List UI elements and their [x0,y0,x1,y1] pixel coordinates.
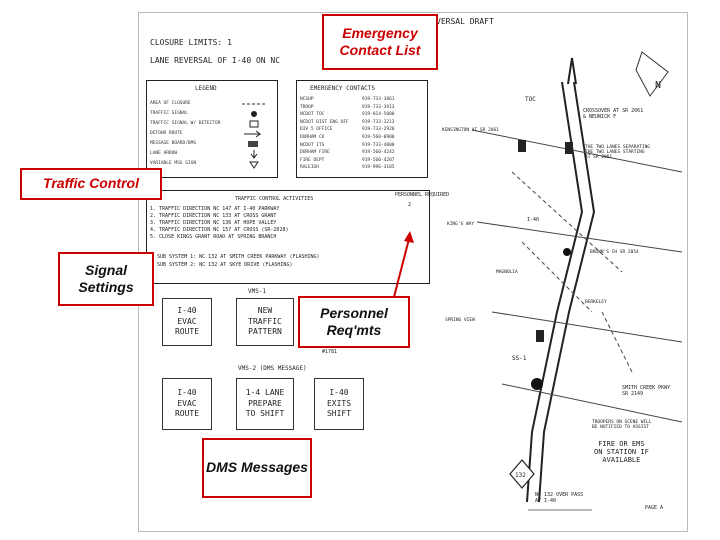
signal-subsystem: SUB SYSTEM 2: NC 132 AT SKYE DRIVE (FLAS… [157,262,293,268]
legend-item: AREA OF CLOSURE [150,101,191,106]
contacts-header: EMERGENCY CONTACTS [310,85,376,92]
vms2-mid-panel: 1-4 LANE PREPARE TO SHIFT [236,378,294,430]
fire-ems-note: FIRE OR EMS ON STATION IF AVAILABLE [594,440,649,464]
personnel-value: 2 [408,202,412,208]
contact-name: DURHAM FIRE [300,150,330,156]
traffic-control-callout: Traffic Control [20,168,162,200]
legend-item: LANE ARROW [150,151,178,156]
contact-phone: 919-733-2920 [362,127,395,133]
crossover-note: CROSSOVER AT SR 2061 & NEUNICK F [583,108,644,120]
contact-phone: 919-733-4800 [362,142,395,148]
contact-phone: 919-560-0900 [362,135,395,140]
contact-phone: 919-560-4242 [362,150,395,156]
page-corner-label: PAGE A [645,505,664,511]
legend-item: MESSAGE BOARD/DMS [150,141,197,146]
dms-marker-icon [565,142,573,154]
contact-name: NCDOT ITS [300,142,325,148]
contact-phone: 919-996-3185 [362,165,395,171]
vms1-left-panel: I-40 EVAC ROUTE [162,298,212,346]
dms-marker-icon [536,330,544,342]
legend-header: LEGEND [195,85,217,92]
dms-messages-callout: DMS Messages [202,438,312,498]
signal-settings-callout: Signal Settings [58,252,154,306]
signal-icon [563,248,571,256]
top-header-text: VERSAL DRAFT [436,17,494,26]
contact-name: NCSHP [300,97,314,102]
contact-name: NCDOT DIST ENG OFF [300,119,349,125]
vms2-right-panel: I-40 EXITS SHIFT [314,378,364,430]
vms2-header: VMS-2 (DMS MESSAGE) [238,365,307,372]
legend-symbols [242,103,266,169]
contact-name: RALEIGH [300,165,319,171]
exit-label: BROWN'S CH SR 2054 [590,250,639,255]
contact-name: DURHAM CO [300,135,325,140]
road-label: I-40 [527,217,540,223]
lane-reversal-title: LANE REVERSAL OF I-40 ON NC [150,56,281,65]
contact-name: NCDOT TOC [300,112,325,118]
emergency-contact-callout: Emergency Contact List [322,14,438,70]
signal-line: 1. TRAFFIC DIRECTION NC 147 AT I-40 PARK… [150,206,280,212]
page-code: #1781 [322,349,338,355]
road-label: BERKELEY [585,300,607,305]
exit-shield-icon [509,459,535,489]
signal-ss1-icon [531,378,543,390]
exit-label: KENSINGTON AT SR 2061 [442,128,499,133]
dms-symbol-icon [248,141,258,147]
exit-label: KING'S WAY [447,222,475,227]
legend-item: TRAFFIC SIGNAL W/ DETECTOR [150,121,221,126]
emergency-contacts-box [296,80,428,178]
vms1-header: VMS-1 [248,288,267,295]
legend-item: VARIABLE MSG SIGN [150,161,197,166]
contact-name: TROOP [300,104,314,110]
signal-line: 5. CLOSE KINGS GRANT ROAD AT SPRING BRAN… [150,234,277,240]
personnel-label: PERSONNEL REQUIRED [395,192,450,198]
legend-item: DETOUR ROUTE [150,131,183,136]
smith-creek-label: SMITH CREEK PKWY SR 2149 [622,385,671,397]
overpass-label: NC 132 OVER PASS AT I-40 [535,492,584,504]
exit-number: 132 [515,472,526,479]
signal-header: TRAFFIC CONTROL ACTIVITIES [235,196,314,202]
vms1-mid-panel: NEW TRAFFIC PATTERN [236,298,294,346]
signal-line: 3. TRAFFIC DIRECTION NC 136 AT HOPE VALL… [150,220,277,226]
contact-phone: 919-814-5000 [362,112,395,118]
contact-name: DIV 5 OFFICE [300,127,333,133]
legend-item: TRAFFIC SIGNAL [150,111,188,116]
personnel-callout: Personnel Req'mts [298,296,410,348]
contact-phone: 919-733-3861 [362,97,395,102]
dms-marker-icon [518,140,526,152]
road-label: MAGNOLIA [496,270,518,275]
signal-symbol-icon [251,111,257,117]
contact-name: FIRE DEPT [300,157,325,163]
signal-line: 4. TRAFFIC DIRECTION NC 157 AT CROSS (SR… [150,227,289,233]
north-arrow-icon [635,51,669,97]
trooper-note: TROOPERS ON SCENE WILL BE NOTIFIED TO AS… [592,420,652,430]
contact-phone: 919-733-3213 [362,119,395,125]
lane-arrow-icon [567,57,577,85]
contact-phone: 919-560-4207 [362,157,395,163]
closure-map [471,51,683,511]
toc-label: TOC [525,96,536,103]
signal-line: 2. TRAFFIC DIRECTION NC 133 AT CROSS GRA… [150,213,277,219]
lanes-note: THE TWO LANES SEPARATING THE TWO LANES S… [585,145,651,160]
north-label: N [655,80,662,91]
exit-label: SPRING VIEW [445,318,475,323]
signal-settings-box [146,190,430,284]
contact-phone: 919-733-3913 [362,104,395,110]
vms2-left-panel: I-40 EVAC ROUTE [162,378,212,430]
signal-id-label: SS-1 [512,355,527,362]
signal-subsystem: SUB SYSTEM 1: NC 132 AT SMITH CREEK PARK… [157,254,320,260]
closure-limits-title: CLOSURE LIMITS: 1 [150,38,232,47]
